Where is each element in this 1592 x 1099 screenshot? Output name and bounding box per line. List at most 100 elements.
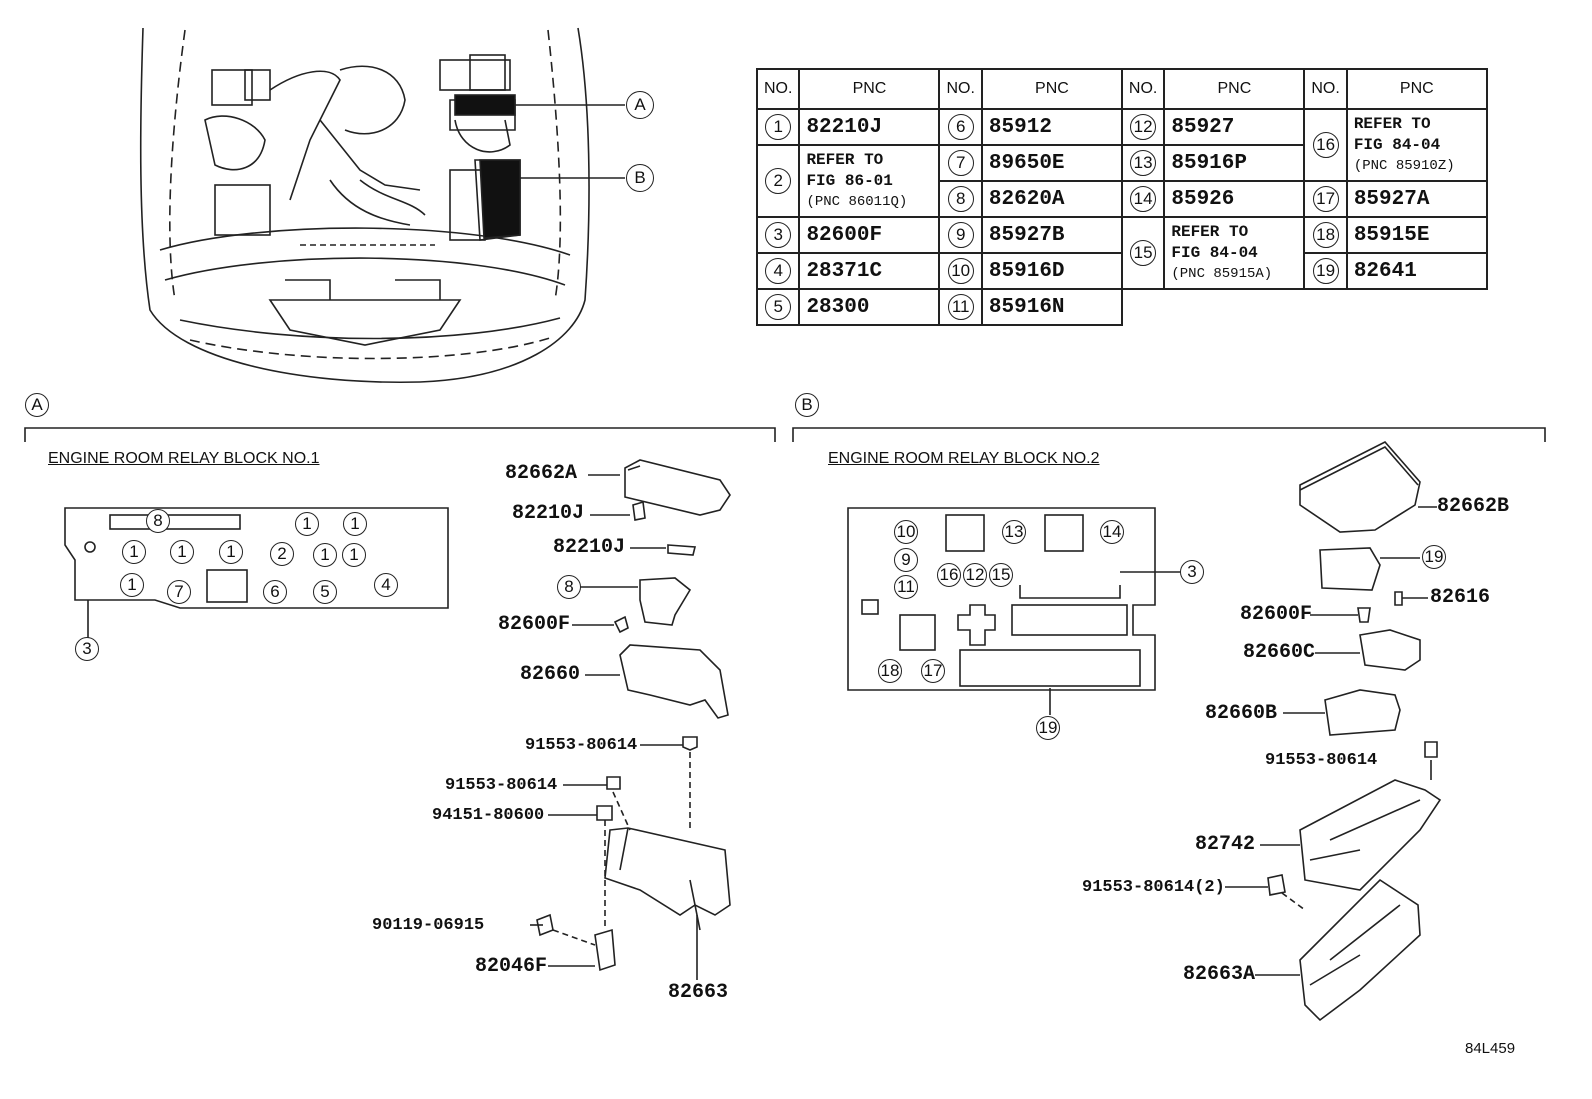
layout-num: 1 bbox=[343, 512, 367, 536]
ref-sub: (PNC 85915A) bbox=[1171, 265, 1273, 282]
layout-num: 1 bbox=[295, 512, 319, 536]
part-label: 82210J bbox=[553, 536, 626, 559]
part-callout: 8 bbox=[557, 575, 581, 599]
item-number: 6 bbox=[947, 114, 974, 140]
item-number: 1 bbox=[765, 114, 792, 140]
layout-num: 3 bbox=[75, 637, 99, 661]
part-label: 91553-80614 bbox=[445, 776, 558, 795]
item-number: 8 bbox=[947, 186, 974, 212]
col-no-header: NO. bbox=[755, 68, 801, 110]
pnc-value: 28300 bbox=[798, 288, 941, 326]
layout-num: 6 bbox=[263, 580, 287, 604]
part-callout: 19 bbox=[1422, 545, 1446, 569]
layout-num: 14 bbox=[1100, 520, 1124, 544]
pnc-value: 82620A bbox=[980, 180, 1123, 218]
relay-block-b-location bbox=[479, 159, 521, 239]
pnc-value: 28371C bbox=[798, 252, 941, 290]
drawing-code: 84L459 bbox=[1465, 1040, 1516, 1057]
layout-num: 19 bbox=[1036, 716, 1060, 740]
part-label: 90119-06915 bbox=[372, 916, 485, 935]
part-label: 94151-80600 bbox=[432, 806, 545, 825]
ref-line: FIG 84-04 bbox=[1171, 243, 1258, 262]
col-no-header: NO. bbox=[1303, 68, 1348, 110]
item-number: 2 bbox=[765, 168, 792, 194]
ref-line: REFER TO bbox=[1353, 114, 1431, 133]
col-no-header: NO. bbox=[938, 68, 983, 110]
item-number: 3 bbox=[765, 222, 792, 248]
pnc-value: 85927 bbox=[1163, 108, 1306, 146]
layout-num: 1 bbox=[120, 573, 144, 597]
table-row: 3 82600F 9 85927B 15 REFER TO FIG 84-04 … bbox=[755, 216, 1488, 290]
pnc-value: 82600F bbox=[798, 216, 941, 254]
pnc-value: 85915E bbox=[1345, 216, 1488, 254]
layout-num: 17 bbox=[921, 659, 945, 683]
pnc-value: 85916P bbox=[1163, 144, 1306, 182]
part-label: 82662A bbox=[505, 462, 578, 485]
part-label: 82663A bbox=[1183, 963, 1256, 986]
col-no-header: NO. bbox=[1120, 68, 1166, 110]
layout-num: 8 bbox=[146, 509, 170, 533]
item-number: 13 bbox=[1130, 150, 1157, 176]
item-number: 9 bbox=[947, 222, 974, 248]
section-a-bracket bbox=[24, 427, 776, 442]
table-row: 1 82210J 6 85912 12 85927 16 REFER TO FI… bbox=[755, 108, 1488, 182]
part-label: 82600F bbox=[1240, 603, 1313, 626]
part-label: 82660 bbox=[520, 663, 581, 686]
section-a-parts-drawing bbox=[530, 459, 731, 980]
layout-num: 3 bbox=[1180, 560, 1204, 584]
part-label: 82742 bbox=[1195, 833, 1256, 856]
car-engine-compartment-drawing bbox=[139, 27, 625, 384]
item-number: 14 bbox=[1130, 186, 1157, 212]
part-label: 82210J bbox=[512, 502, 585, 525]
part-label: 82662B bbox=[1437, 495, 1510, 518]
layout-num: 11 bbox=[894, 575, 918, 599]
item-number: 18 bbox=[1312, 222, 1339, 248]
part-label: 82660B bbox=[1205, 702, 1278, 725]
relay-block-1-plate bbox=[64, 507, 449, 609]
pnc-value: 85926 bbox=[1163, 180, 1306, 218]
layout-num: 10 bbox=[894, 520, 918, 544]
callout-b: B bbox=[626, 164, 654, 192]
layout-num: 2 bbox=[270, 542, 294, 566]
part-label: 91553-80614(2) bbox=[1082, 878, 1225, 897]
pnc-value: 85916D bbox=[980, 252, 1123, 290]
part-label: 82616 bbox=[1430, 586, 1491, 609]
item-number: 19 bbox=[1312, 258, 1339, 284]
layout-num: 1 bbox=[219, 540, 243, 564]
layout-num: 1 bbox=[342, 543, 366, 567]
item-number: 12 bbox=[1130, 114, 1157, 140]
layout-num: 16 bbox=[937, 563, 961, 587]
pnc-value: 85927A bbox=[1345, 180, 1488, 218]
layout-num: 5 bbox=[313, 580, 337, 604]
section-b-parts-drawing bbox=[1225, 441, 1442, 1022]
pnc-value: 89650E bbox=[980, 144, 1123, 182]
table-row: 8 82620A 14 85926 17 85927A bbox=[757, 180, 1488, 218]
ref-sub: (PNC 86011Q) bbox=[806, 193, 908, 210]
table-row: 2 REFER TO FIG 86-01 (PNC 86011Q) 7 8965… bbox=[755, 144, 1487, 218]
ref-line: REFER TO bbox=[806, 150, 884, 169]
callout-a: A bbox=[626, 91, 654, 119]
part-label: 91553-80614 bbox=[525, 736, 638, 755]
pnc-value: 82210J bbox=[798, 108, 941, 146]
layout-num: 12 bbox=[963, 563, 987, 587]
ref-line: REFER TO bbox=[1171, 222, 1249, 241]
pnc-reference: REFER TO FIG 84-04 (PNC 85915A) bbox=[1163, 216, 1306, 290]
section-b-marker: B bbox=[795, 393, 819, 417]
ref-sub: (PNC 85910Z) bbox=[1353, 157, 1455, 174]
col-pnc-header: PNC bbox=[980, 68, 1123, 110]
pnc-value: 85927B bbox=[980, 216, 1123, 254]
table-row: 4 28371C 10 85916D 19 82641 bbox=[755, 252, 1488, 290]
item-number: 10 bbox=[947, 258, 974, 284]
ref-line: FIG 86-01 bbox=[806, 171, 893, 190]
part-label: 91553-80614 bbox=[1265, 751, 1378, 770]
item-number: 4 bbox=[765, 258, 792, 284]
part-label: 82046F bbox=[475, 955, 548, 978]
layout-num: 1 bbox=[313, 543, 337, 567]
layout-num: 1 bbox=[122, 540, 146, 564]
item-number: 7 bbox=[947, 150, 974, 176]
pnc-value: 82641 bbox=[1345, 252, 1488, 290]
item-number: 16 bbox=[1312, 132, 1339, 158]
col-pnc-header: PNC bbox=[1163, 68, 1306, 110]
section-b-title: ENGINE ROOM RELAY BLOCK NO.2 bbox=[828, 450, 1100, 467]
